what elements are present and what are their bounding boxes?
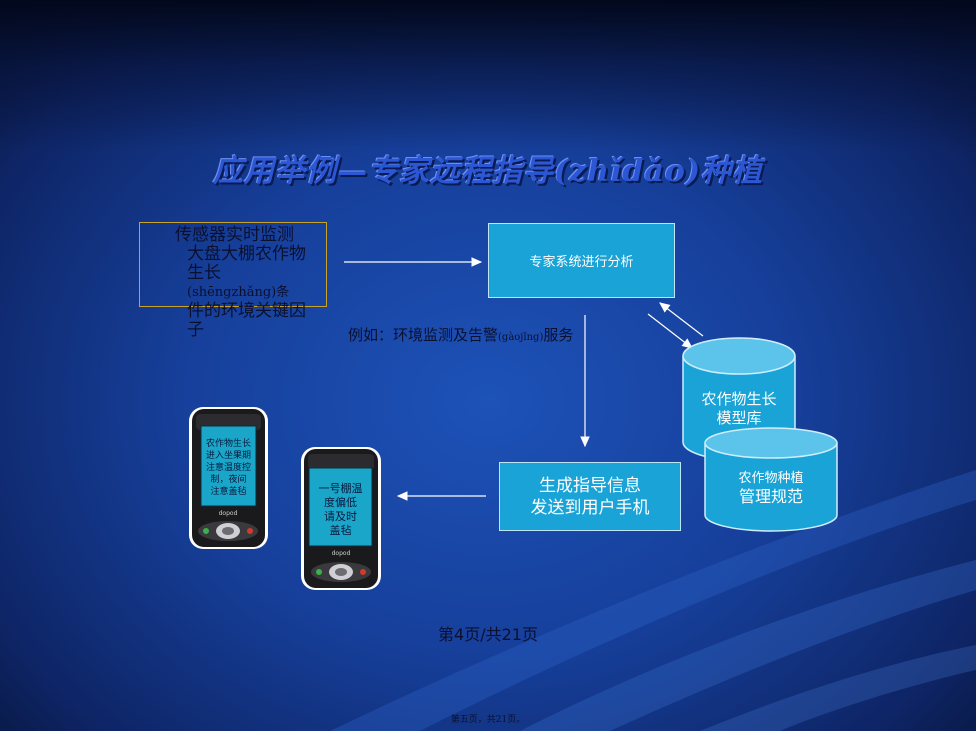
phone-2-line-1: 一号棚温 — [318, 482, 363, 495]
generate-guidance-box: 生成指导信息 发送到用户手机 — [499, 462, 681, 531]
phone-1-screen-text: 农作物生长 进入坐果期 注意温度控 制，夜间 注意盖毡 — [201, 438, 256, 498]
arrow-to-cylinder — [647, 313, 693, 349]
slide-title: 应用举例—专家远程指导(zhǐdǎo)种植 — [212, 154, 764, 189]
sensor-line-1: 传感器实时监测 — [175, 225, 294, 245]
generate-line-2: 发送到用户手机 — [530, 497, 650, 518]
cylinder-planting-line-2: 管理规范 — [738, 487, 803, 506]
phone-1-line-1: 农作物生长 — [205, 439, 251, 449]
cylinder-planting-label: 农作物种植 管理规范 — [703, 470, 839, 506]
phone-1-line-2: 进入坐果期 — [205, 451, 251, 461]
phone-1: dopod — [189, 407, 268, 549]
generate-line-1: 生成指导信息 — [539, 475, 641, 496]
expert-box-label: 专家系统进行分析 — [529, 255, 634, 270]
example-pinyin: (gàojǐng) — [498, 332, 544, 343]
phone-2-line-3: 请及时 — [324, 510, 357, 523]
phone-1-line-4: 制，夜间 — [210, 475, 247, 485]
expert-system-box: 专家系统进行分析 — [488, 223, 675, 298]
phone-2: dopod — [301, 447, 381, 590]
cylinder-growth-line-2: 模型库 — [716, 409, 762, 427]
footer-text: 第五页，共21页。 — [450, 715, 526, 725]
sensor-line-3: 生长 — [187, 263, 221, 283]
example-text: 例如：环境监测及告警(gàojǐng)服务 — [348, 324, 573, 345]
top-dark-fade — [0, 0, 976, 150]
sensor-text: 传感器实时监测 大盘大棚农作物 生长 (shēngzhǎng)条 件的环境关键因… — [175, 226, 325, 340]
example-prefix: 例如：环境监测及告警 — [348, 326, 499, 344]
sensor-line-5: 件的环境关键因 — [187, 301, 306, 321]
phone-2-line-4: 盖毡 — [329, 524, 352, 537]
phone-1-line-5: 注意盖毡 — [210, 487, 247, 497]
phone-2-line-2: 度偏低 — [324, 496, 357, 509]
page-number: 第4页/共21页 — [438, 625, 538, 644]
sensor-line-4: (shēngzhǎng)条 — [187, 285, 290, 300]
phone-1-line-3: 注意温度控 — [205, 463, 251, 473]
cylinder-planting-standard — [704, 427, 838, 532]
example-suffix: 服务 — [543, 326, 574, 344]
cylinder-growth-label: 农作物生长 模型库 — [681, 390, 797, 428]
phone-2-brand: dopod — [332, 550, 351, 557]
cylinder-growth-line-1: 农作物生长 — [701, 390, 777, 408]
cylinder-planting-line-1: 农作物种植 — [738, 471, 804, 486]
phone-2-screen-text: 一号棚温 度偏低 请及时 盖毡 — [309, 482, 372, 538]
phone-1-brand: dopod — [219, 510, 238, 517]
arrow-from-cylinder — [659, 302, 704, 337]
sensor-line-2: 大盘大棚农作物 — [187, 244, 306, 264]
sensor-line-6: 子 — [187, 320, 204, 340]
sensor-box — [139, 222, 327, 307]
